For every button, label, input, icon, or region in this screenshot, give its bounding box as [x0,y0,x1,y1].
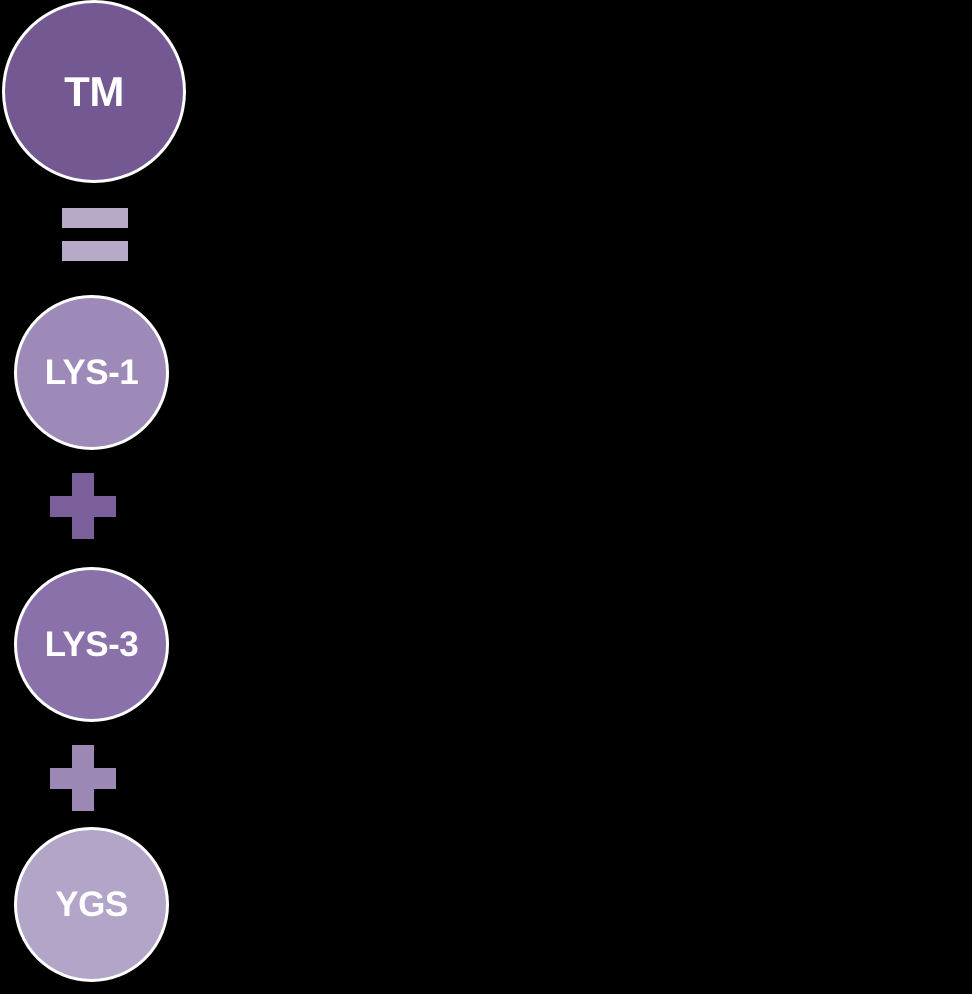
equals-bar-top [62,208,128,228]
tm-label: TM [64,67,124,115]
lys1-circle: LYS-1 [14,295,169,450]
lys3-circle: LYS-3 [14,567,169,722]
tm-circle: TM [2,0,186,183]
plus-bar-vertical [72,473,94,539]
lys1-label: LYS-1 [44,352,139,392]
ygs-label: YGS [55,884,128,924]
plus-icon [50,473,116,539]
equals-bar-bottom [62,241,128,261]
ygs-circle: YGS [14,827,169,982]
plus-bar-vertical [72,745,94,811]
equals-icon [62,208,128,262]
lys3-label: LYS-3 [44,624,139,664]
plus-icon [50,745,116,811]
